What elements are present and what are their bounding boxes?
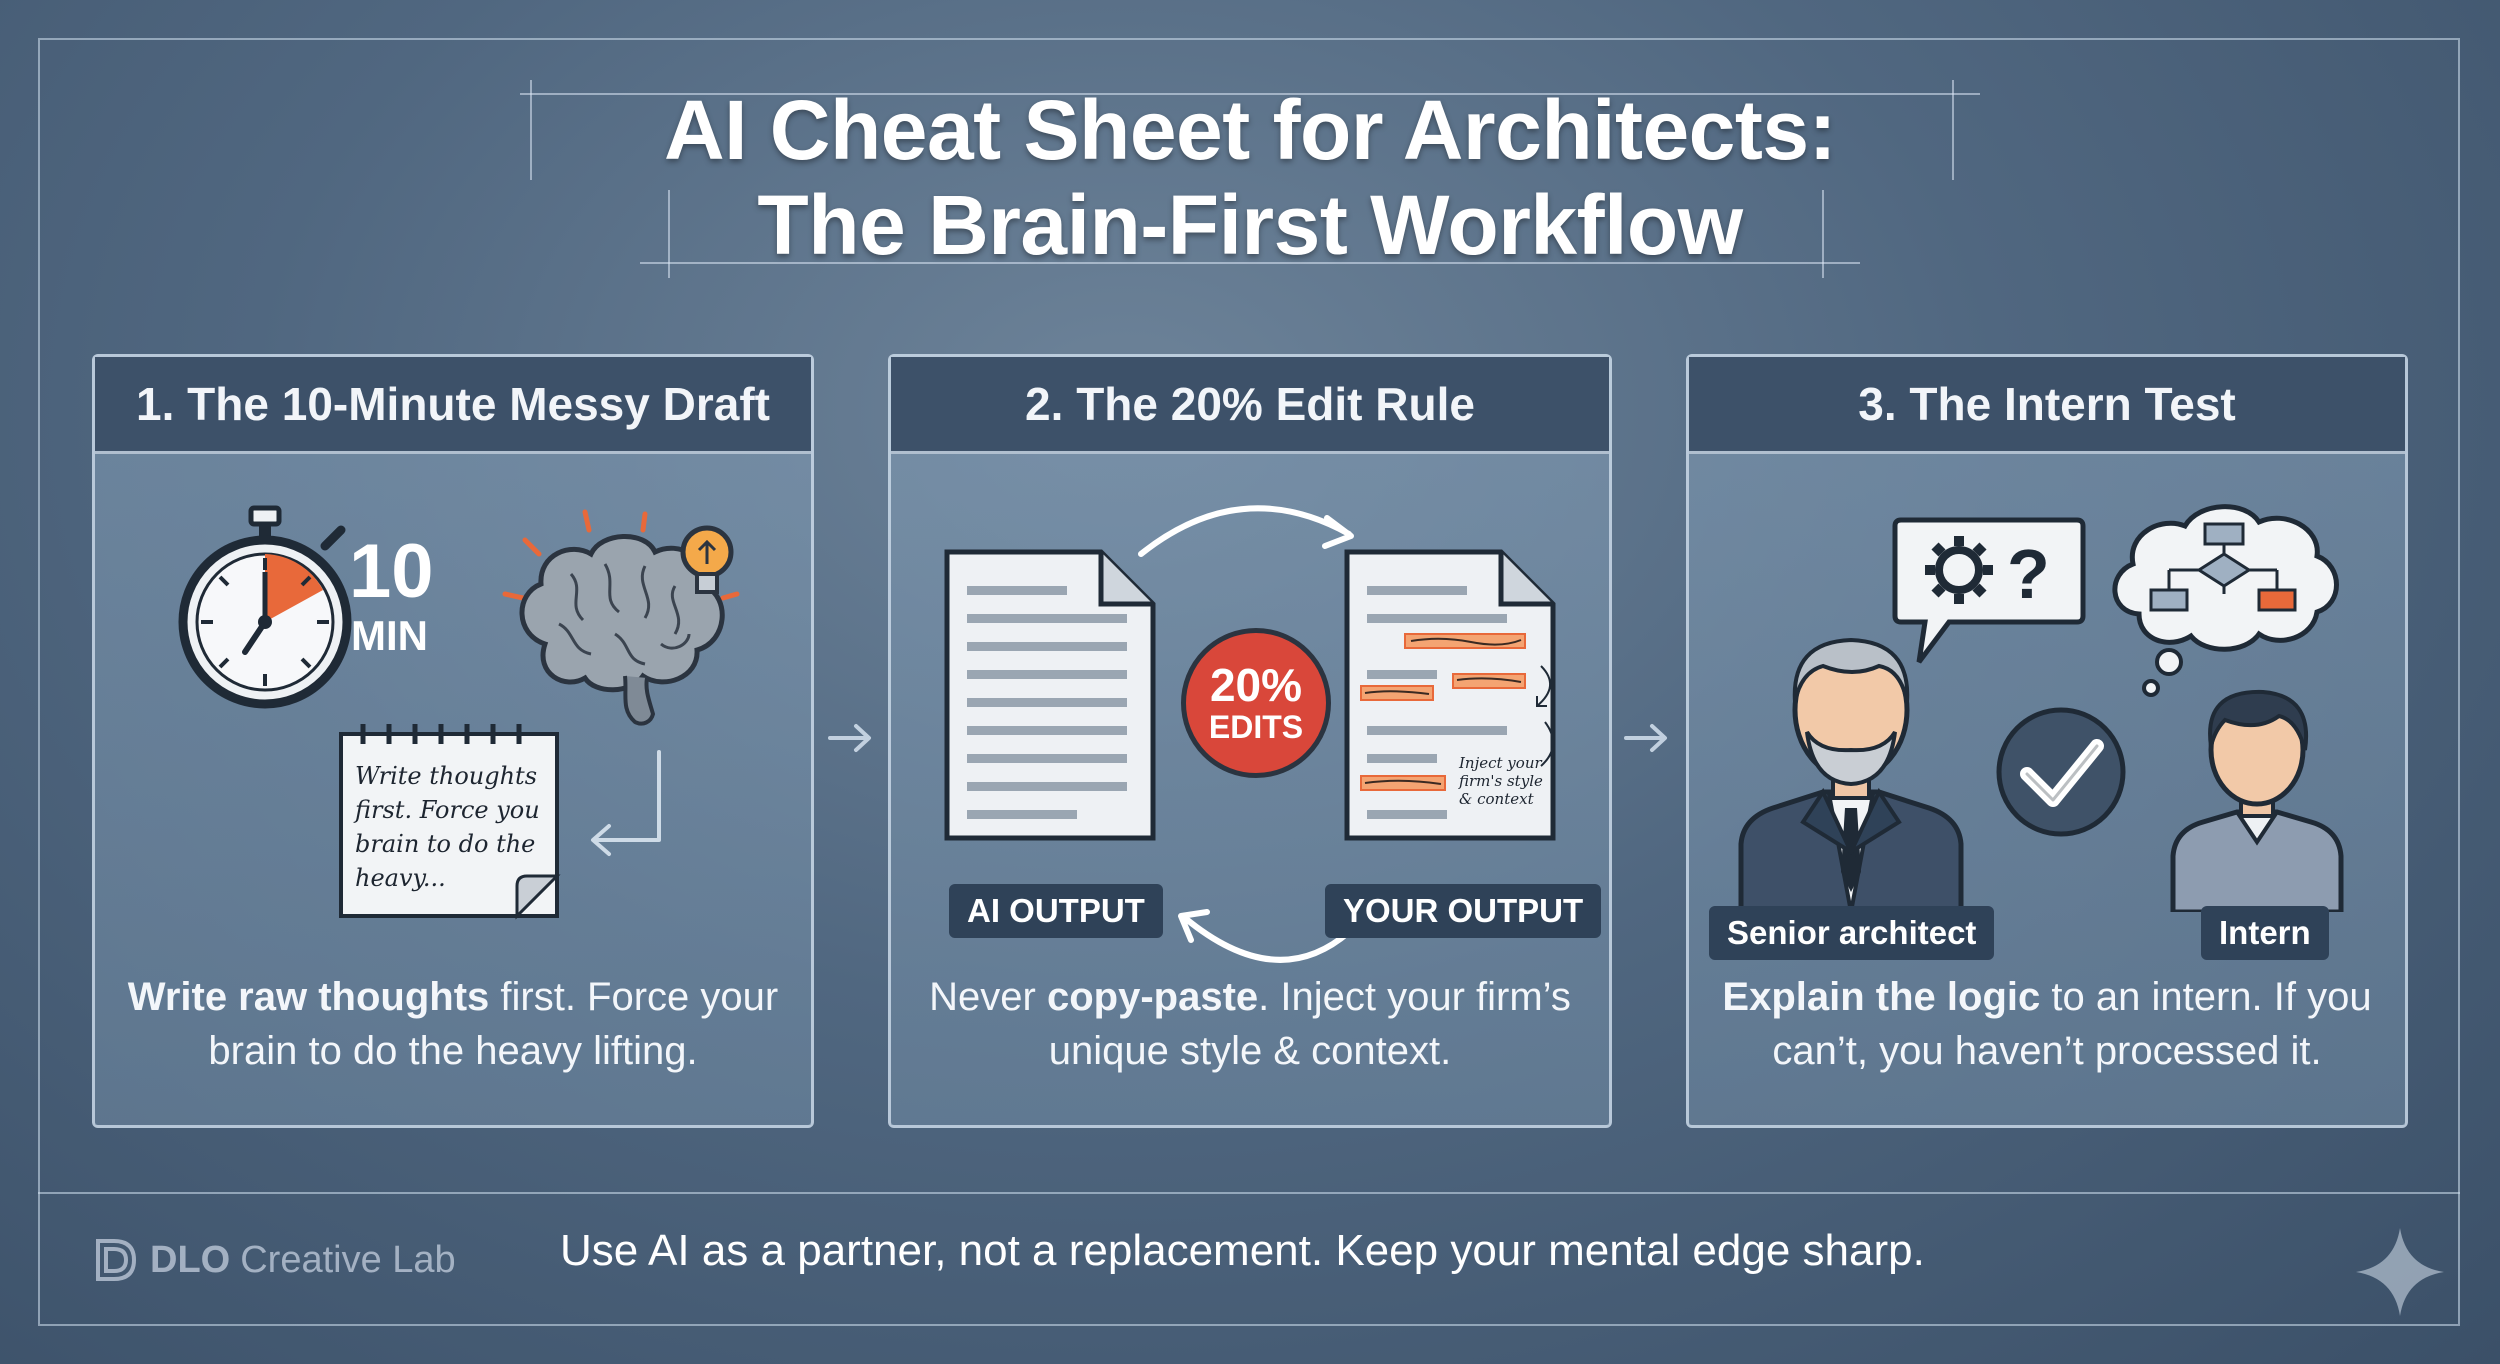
badge-value: 20% (1209, 659, 1303, 711)
caption-bold: copy-paste (1046, 975, 1259, 1019)
brain-icon (502, 509, 740, 726)
title-guide-left2 (668, 190, 670, 278)
edit-percent-badge: 20% EDITS (1181, 628, 1331, 778)
card-heading: 2. The 20% Edit Rule (891, 357, 1609, 454)
stopwatch-icon (178, 505, 352, 709)
caption-text: to an intern. If you can’t, you haven’t … (1772, 975, 2372, 1073)
card-caption: Never copy-paste. Inject your firm’s uni… (911, 970, 1589, 1078)
card-heading: 1. The 10-Minute Messy Draft (95, 357, 811, 454)
your-output-label: YOUR OUTPUT (1325, 884, 1602, 938)
footer-divider (38, 1192, 2460, 1194)
gear-question-bubble-icon: ? (1892, 517, 2086, 664)
intern-label: Intern (2201, 906, 2329, 960)
intern-person-icon (2170, 689, 2344, 912)
card-body: ? (1689, 454, 2405, 1125)
card-intern-test: 3. The Intern Test ? (1686, 354, 2408, 1128)
sparkle-icon (2356, 1228, 2444, 1316)
gear-icon (1925, 536, 1993, 604)
title-guide-bottom (640, 262, 1860, 264)
question-icon: ? (2007, 535, 2050, 613)
cycle-arrow-icon (1138, 505, 1354, 557)
note-line: Write thoughts (355, 762, 537, 790)
arrow-right-icon (828, 724, 871, 752)
title-guide-right (1952, 80, 1954, 180)
note-line: brain to do the (355, 830, 535, 858)
title-line-1: AI Cheat Sheet for Architects: (663, 83, 1837, 177)
card-edit-rule: 2. The 20% Edit Rule (888, 354, 1612, 1128)
senior-architect-person-icon (1738, 637, 1964, 912)
elbow-arrow-icon (591, 750, 661, 856)
caption-text: first. Force your brain to do the heavy … (208, 975, 779, 1073)
card-heading: 3. The Intern Test (1689, 357, 2405, 454)
title-guide-right2 (1822, 190, 1824, 278)
caption-text: . Inject your firm’s unique style & cont… (1048, 975, 1571, 1073)
outer-frame (38, 38, 2460, 1326)
doc-note-line: & context (1459, 790, 1535, 808)
title-guide-left (530, 80, 532, 180)
badge-label: EDITS (1208, 709, 1304, 745)
timer-number: 10 (349, 529, 434, 614)
note-line: heavy... (355, 864, 446, 892)
title-guide-top (520, 93, 1980, 95)
doc-note-line: firm's style (1458, 772, 1543, 790)
card-body: 10 MIN (95, 454, 811, 1125)
doc-note-line: Inject your (1458, 754, 1542, 772)
cycle-arrow-icon (1178, 909, 1352, 963)
footer-tagline: Use AI as a partner, not a replacement. … (560, 1226, 1925, 1275)
flowchart-thought-bubble-icon (2112, 504, 2339, 697)
document-icon: Inject your firm's style & context (1344, 549, 1556, 841)
document-icon (944, 549, 1156, 841)
ai-output-label: AI OUTPUT (949, 884, 1163, 938)
card-body: Inject your firm's style & context 20% E… (891, 454, 1609, 1125)
page-title: AI Cheat Sheet for Architects: The Brain… (0, 82, 2500, 274)
arrow-right-icon (1624, 724, 1667, 752)
brand-name: Creative Lab (240, 1238, 456, 1281)
note-line: first. Force you (353, 796, 540, 824)
card-caption: Explain the logic to an intern. If you c… (1709, 970, 2385, 1078)
brand-name-bold: DLO (150, 1238, 231, 1281)
caption-text: Never (929, 975, 1047, 1019)
dlo-logo-icon (96, 1239, 137, 1281)
timer-unit: MIN (351, 612, 428, 659)
caption-bold: Write raw thoughts (127, 975, 490, 1019)
caption-bold: Explain the logic (1722, 975, 2041, 1019)
card-caption: Write raw thoughts first. Force your bra… (115, 970, 791, 1078)
title-line-2: The Brain-First Workflow (757, 178, 1743, 272)
notepad-icon: Write thoughts first. Force you brain to… (339, 724, 561, 920)
checkmark-icon (1996, 707, 2126, 837)
senior-architect-label: Senior architect (1709, 906, 1995, 960)
card-messy-draft: 1. The 10-Minute Messy Draft 10 MIN (92, 354, 814, 1128)
